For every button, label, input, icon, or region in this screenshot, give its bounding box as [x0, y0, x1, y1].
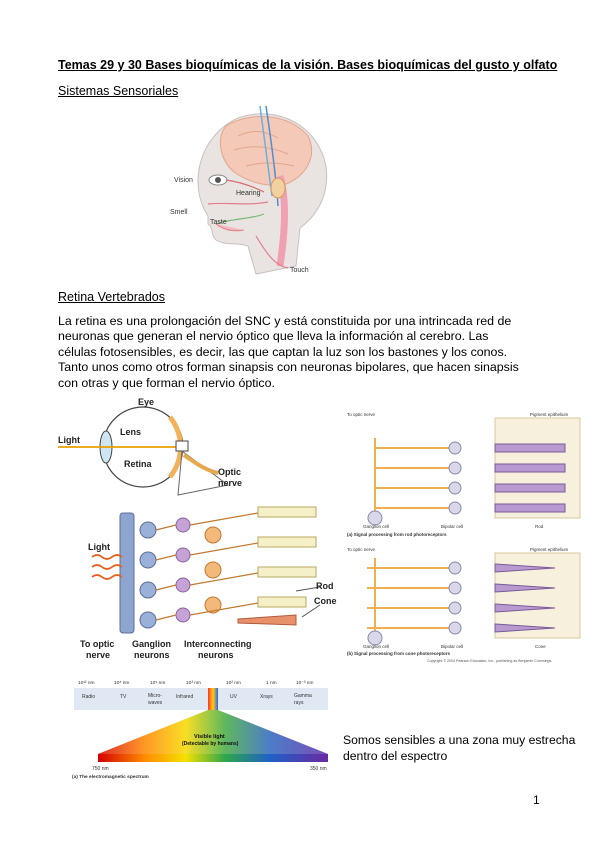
label-touch: Touch	[290, 267, 309, 274]
label-interconnecting-2: neurons	[198, 650, 234, 660]
wl-5: 10² nm	[226, 680, 241, 686]
retina-paragraph: La retina es una prolongación del SNC y …	[58, 314, 519, 390]
label-rod: Rod	[316, 581, 334, 591]
label-interconnecting-1: Interconnecting	[184, 639, 252, 649]
copyright-note: Copyright © 2004 Pearson Education, Inc.…	[427, 659, 552, 663]
label-light-top: Light	[58, 435, 80, 445]
signal-processing-diagram: To optic nerve Pigment epithelium Gangli…	[347, 412, 581, 663]
label-lens: Lens	[120, 427, 141, 437]
band-gamma-2: rays	[294, 700, 304, 706]
label-to-optic-2: nerve	[86, 650, 110, 660]
caption-b: (b) Signal processing from cone photorec…	[347, 651, 451, 656]
page-title: Temas 29 y 30 Bases bioquímicas de la vi…	[58, 58, 558, 72]
label-ganglion-2: neurons	[134, 650, 170, 660]
label-retina: Retina	[124, 459, 153, 469]
spectrum-caption: (a) The electromagnetic spectrum	[72, 774, 149, 780]
label-pigment-bottom: Pigment epithelium	[530, 547, 569, 552]
label-optic-1: Optic	[218, 467, 241, 477]
label-ganglion-bottom: Ganglion cell	[363, 644, 389, 649]
wl-1: 10¹² nm	[78, 680, 95, 686]
page-number: 1	[533, 793, 540, 807]
caption-a: (a) Signal processing from rod photorece…	[347, 532, 447, 537]
band-xrays: Xrays	[260, 694, 273, 700]
section-heading-retina: Retina Vertebrados	[58, 290, 166, 304]
band-radio: Radio	[82, 694, 95, 700]
label-optic-2: nerve	[218, 478, 242, 488]
band-micro: Micro-	[148, 693, 162, 699]
spectrum-note: Somos sensibles a una zona muy estrecha …	[343, 733, 576, 763]
label-smell: Smell	[170, 209, 188, 216]
wl-6: 1 nm	[266, 680, 277, 686]
visible-light-label: Visible light	[194, 734, 225, 740]
band-micro-2: waves	[148, 700, 163, 706]
retina-eye-diagram: Eye Lens Light Retina Optic nerve Light …	[58, 397, 337, 660]
band-infrared: Infrared	[176, 694, 193, 700]
label-cone: Cone	[314, 596, 337, 606]
nm-350: 350 nm	[310, 766, 327, 772]
label-bipolar-bottom: Bipolar cell	[441, 644, 463, 649]
label-eye: Eye	[138, 397, 154, 407]
nm-750: 750 nm	[92, 766, 109, 772]
band-gamma: Gamma	[294, 693, 312, 699]
label-ganglion-top: Ganglion cell	[363, 524, 389, 529]
label-to-optic-bottom: To optic nerve	[347, 547, 376, 552]
visible-light-sub: (Detectable by humans)	[182, 741, 239, 747]
label-vision: Vision	[174, 177, 193, 184]
label-hearing: Hearing	[236, 190, 261, 197]
sensory-head-diagram: Vision Hearing Smell Taste Touch	[170, 106, 328, 275]
label-light-bottom: Light	[88, 542, 110, 552]
label-rod-small: Rod	[535, 524, 544, 529]
band-tv: TV	[120, 694, 127, 700]
label-cone-small: Cone	[535, 644, 546, 649]
wl-7: 10⁻³ nm	[296, 680, 313, 686]
label-pigment-top: Pigment epithelium	[530, 412, 569, 417]
electromagnetic-spectrum-diagram: 10¹² nm 10⁸ nm 10⁵ nm 10³ nm 10² nm 1 nm…	[72, 680, 328, 780]
label-to-optic-top: To optic nerve	[347, 412, 376, 417]
wl-3: 10⁵ nm	[150, 680, 165, 686]
label-ganglion-1: Ganglion	[132, 639, 171, 649]
label-taste: Taste	[210, 219, 227, 226]
wl-2: 10⁸ nm	[114, 680, 129, 686]
band-uv: UV	[230, 694, 238, 700]
label-bipolar-top: Bipolar cell	[441, 524, 463, 529]
section-heading-sensory: Sistemas Sensoriales	[58, 84, 179, 98]
label-to-optic-1: To optic	[80, 639, 114, 649]
wl-4: 10³ nm	[186, 680, 201, 686]
